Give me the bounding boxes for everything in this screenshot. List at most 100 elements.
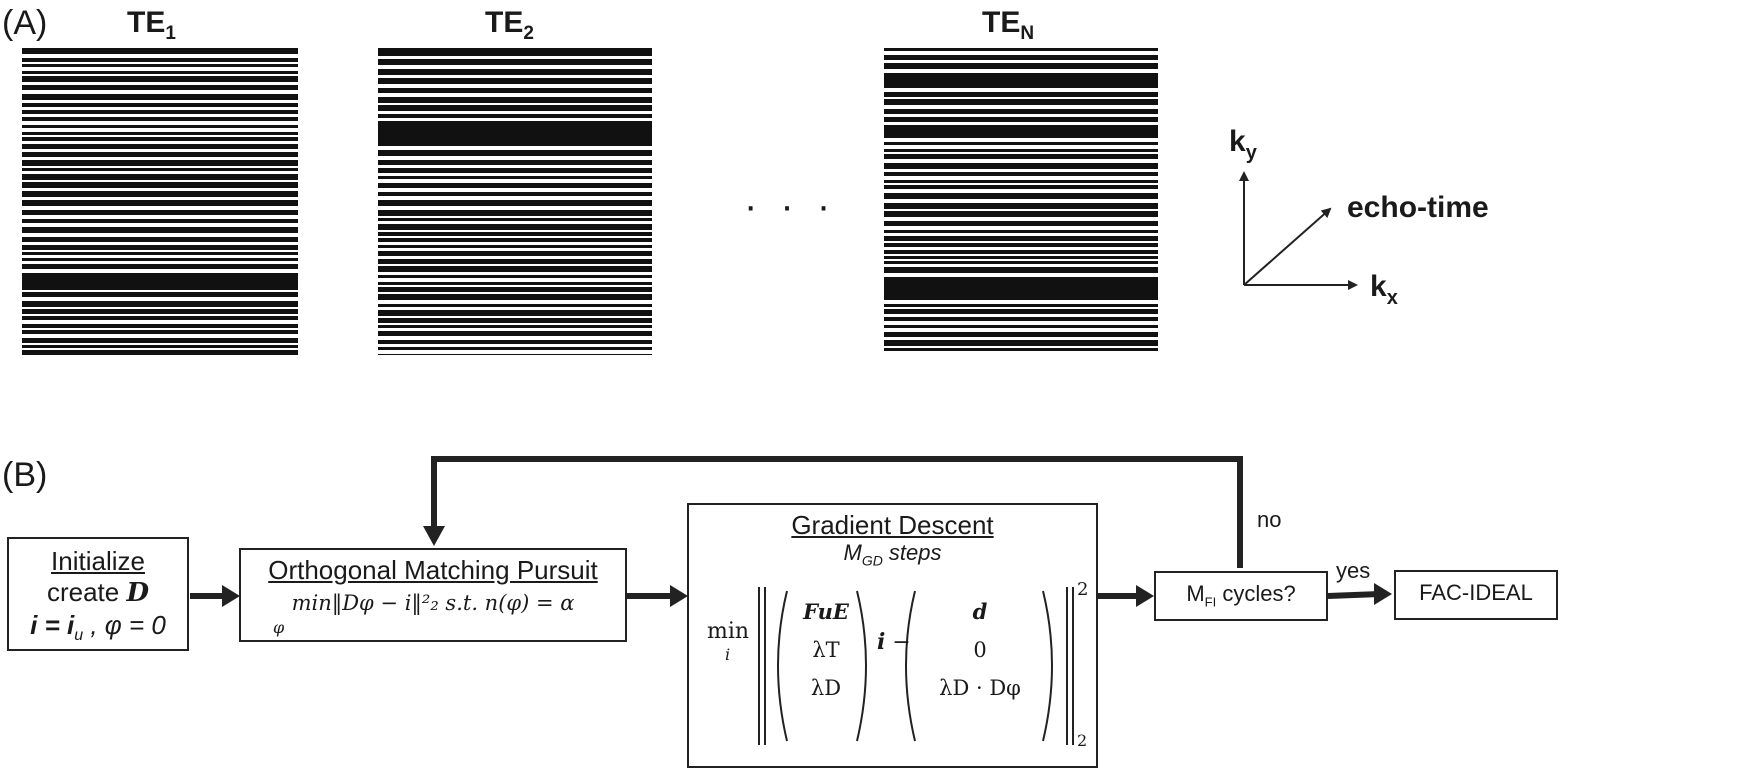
- k-space-line: [22, 64, 298, 67]
- k-space-line: [884, 203, 1158, 209]
- k-space-line: [884, 193, 1158, 199]
- k-space-line: [22, 330, 298, 334]
- initialize-title: Initialize: [51, 546, 145, 576]
- k-space-line: [378, 266, 652, 272]
- k-space-line: [884, 317, 1158, 321]
- gd-right-vector-row1: d: [972, 599, 988, 624]
- k-space-line: [378, 176, 652, 179]
- k-space-line: [22, 273, 298, 290]
- k-space-line: [378, 78, 652, 84]
- k-space-line: [378, 282, 652, 285]
- arrow-omp-to-gd: [627, 585, 688, 607]
- gd-i-minus: i −: [877, 629, 911, 655]
- k-space-line: [378, 238, 652, 242]
- cycles-check-text: MFI cycles?: [1186, 581, 1296, 610]
- initialize-assign-line: i = iu , φ = 0: [30, 610, 166, 645]
- gd-left-vector: FuE λT λD: [785, 593, 867, 707]
- gd-norm-sub: 2: [1077, 731, 1088, 750]
- k-space-line: [378, 114, 652, 118]
- k-space-line: [378, 224, 652, 230]
- k-space-line: [22, 210, 298, 215]
- gd-left-vector-row3: λD: [810, 676, 842, 700]
- k-space-line: [378, 69, 652, 75]
- k-space-line: [22, 191, 298, 197]
- k-space-line: [884, 221, 1158, 226]
- k-space-line: [884, 309, 1158, 314]
- echo-time-axis-arrow: [1243, 207, 1332, 286]
- k-space-line: [22, 301, 298, 307]
- k-space-line: [884, 73, 1158, 88]
- k-space-line: [884, 243, 1158, 247]
- k-space-line: [378, 259, 652, 264]
- k-space-line: [884, 172, 1158, 176]
- yes-label: yes: [1336, 558, 1371, 583]
- k-space-line: [378, 245, 652, 248]
- k-space-line: [884, 325, 1158, 328]
- k-space-line: [378, 310, 652, 316]
- gd-min: min: [707, 619, 750, 644]
- initialize-box: Initialize create D i = iu , φ = 0: [7, 537, 189, 651]
- k-space-line: [884, 304, 1158, 307]
- k-space-line: [884, 48, 1158, 51]
- k-space-line: [22, 252, 298, 255]
- arrow-init-to-omp: [190, 585, 240, 607]
- k-space-line: [22, 76, 298, 82]
- k-space-line: [22, 292, 298, 297]
- gd-title: Gradient Descent: [791, 510, 994, 540]
- k-space-line: [884, 332, 1158, 337]
- gd-right-vector-row3: λD · Dφ: [939, 676, 1021, 700]
- k-space-line: [378, 200, 652, 206]
- k-space-line: [22, 58, 298, 62]
- k-space-line: [22, 152, 298, 157]
- k-space-line: [378, 59, 652, 65]
- k-space-line: [884, 211, 1158, 217]
- k-space-line: [22, 345, 298, 348]
- k-space-line: [378, 210, 652, 216]
- k-space-line: [22, 110, 298, 114]
- k-space-line: [22, 338, 298, 343]
- feedback-loop-line: [423, 456, 1243, 568]
- panel-a-label: (A): [2, 4, 48, 42]
- arrow-check-to-result: [1327, 583, 1392, 605]
- k-space-line: [378, 287, 652, 292]
- k-space-line: [22, 219, 298, 223]
- k-space-line: [22, 227, 298, 233]
- fac-ideal-box: FAC-IDEAL: [1394, 570, 1558, 620]
- k-space-line: [378, 325, 652, 328]
- k-space-line: [22, 237, 298, 242]
- k-space-line: [378, 275, 652, 278]
- arrow-gd-to-check: [1098, 585, 1154, 607]
- cycles-check-box: MFI cycles?: [1154, 571, 1328, 621]
- echo-time-axis-label: echo-time: [1347, 191, 1489, 224]
- k-space-line: [884, 99, 1158, 105]
- k-space-line: [884, 63, 1158, 69]
- gd-formula-brackets: [758, 587, 1074, 745]
- k-space-line: [378, 150, 652, 156]
- k-space-line: [378, 160, 652, 165]
- k-space-line: [22, 316, 298, 320]
- k-space-line: [22, 350, 298, 355]
- k-space-line: [22, 160, 298, 166]
- gradient-descent-box: Gradient Descent MGD steps min i FuE λT …: [687, 503, 1098, 768]
- k-space-line: [22, 137, 298, 141]
- k-space-line: [22, 103, 298, 107]
- k-space-line: [884, 109, 1158, 114]
- k-space-line: [22, 182, 298, 188]
- k-space-line: [22, 144, 298, 149]
- k-space-line: [378, 105, 652, 111]
- k-space-line: [378, 347, 652, 350]
- k-space-line: [378, 97, 652, 103]
- k-space-line: [378, 121, 652, 146]
- k-space-line: [22, 174, 298, 180]
- k-space-line: [884, 163, 1158, 169]
- k-space-line: [884, 340, 1158, 346]
- gd-right-vector: d 0 λD · Dφ: [915, 593, 1045, 707]
- no-label: no: [1257, 507, 1282, 532]
- omp-formula-under: φ: [273, 618, 285, 637]
- k-space-line: [884, 142, 1158, 145]
- k-space-line: [884, 348, 1158, 351]
- k-space-line: [22, 258, 298, 261]
- k-space-line: [22, 264, 298, 269]
- k-space-line: [378, 168, 652, 173]
